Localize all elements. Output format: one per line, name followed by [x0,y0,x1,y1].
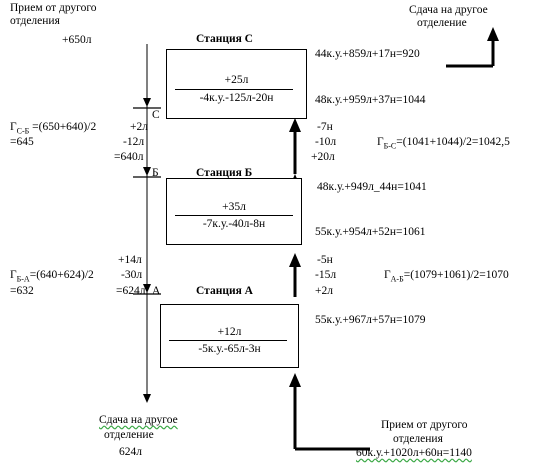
ba-formula-result: =632 [10,285,34,297]
b-out-value: 48к.у.+949л_44н=1041 [317,181,427,193]
ab-value-3: +2л [315,285,333,297]
station-b-letter: Б [152,167,159,179]
arrow-head-a [143,284,151,293]
top-left-line1: Прием от другого [10,2,97,14]
right-flow-arrows [289,27,499,451]
station-b-box: +35л -7к.у.-40л-8н [166,178,302,245]
station-b-title: Станция Б [196,167,253,179]
bottom-right-amount: 60к.у.+1020л+60н=1140 [356,447,472,459]
bottom-right-line1: Прием от другого [381,419,468,431]
station-b-divider [175,215,293,216]
station-a-divider [169,340,287,341]
b-in-value: 55к.у.+954л+52н=1061 [315,226,426,238]
station-a-bottom-value: -5к.у.-65л-3н [198,343,261,355]
top-right-line1: Сдача на другое [409,4,488,16]
cb-formula-result: =645 [10,136,34,148]
station-a-letter: А [152,285,161,297]
bc-value-2: -10л [315,136,337,148]
bc-formula: ГБ-С=(1041+1044)/2=1042,5 [377,136,510,151]
top-left-line2: отделения [10,15,60,27]
bottom-left-line2: отделение [104,429,154,441]
station-a-box: +12л -5к.у.-65л-3н [160,304,299,368]
a-in-value: 55к.у.+967л+57н=1079 [315,314,426,326]
station-c-top-value: +25л [224,74,249,86]
station-c-letter: С [152,109,160,121]
ba-value-2: =624л [116,285,146,297]
station-a-top-value: +12л [217,326,242,338]
bottom-left-line1: Сдача на другое [99,414,178,426]
station-c-title: Станция С [196,33,253,45]
cb-value-2: -12л [123,136,145,148]
station-c-box: +25л -4к.у.-125л-20н [166,49,307,119]
station-b-bottom-value: -7к.у.-40л-8н [202,218,266,230]
station-b-top-value: +35л [222,201,246,213]
station-a-title: Станция А [196,285,253,297]
c-in-value: 48к.у.+959л+37н=1044 [315,94,426,106]
station-c-divider [175,89,293,90]
cb-value-1: +2л [130,121,148,133]
ba-formula: ГБ-А=(640+624)/2 [10,269,94,284]
arrow-head-b [143,167,151,176]
cb-formula: ГС-Б =(650+640)/2 [10,121,97,136]
bottom-right-line2: отделения [393,433,443,445]
bc-value-1: -7н [317,121,333,133]
ab-formula: ГА-Б=(1079+1061)/2=1070 [384,269,509,284]
arrow-head-bottom [143,394,151,403]
ba-value-1: -30л [121,269,143,281]
cb-value-3: =640л [114,151,144,163]
ab-value-2: -15л [315,269,337,281]
top-left-amount: +650л [62,34,92,46]
ab-value-1: -5н [317,254,333,266]
c-out-value: 44к.у.+859л+17н=920 [315,48,420,60]
top-right-line2: отделение [417,17,467,29]
bottom-left-amount: 624л [119,446,142,458]
ba-value-0: +14л [118,254,142,266]
bc-value-3: +20л [311,151,335,163]
arrow-head-c [143,98,151,107]
station-c-bottom-value: -4к.у.-125л-20н [199,92,274,104]
